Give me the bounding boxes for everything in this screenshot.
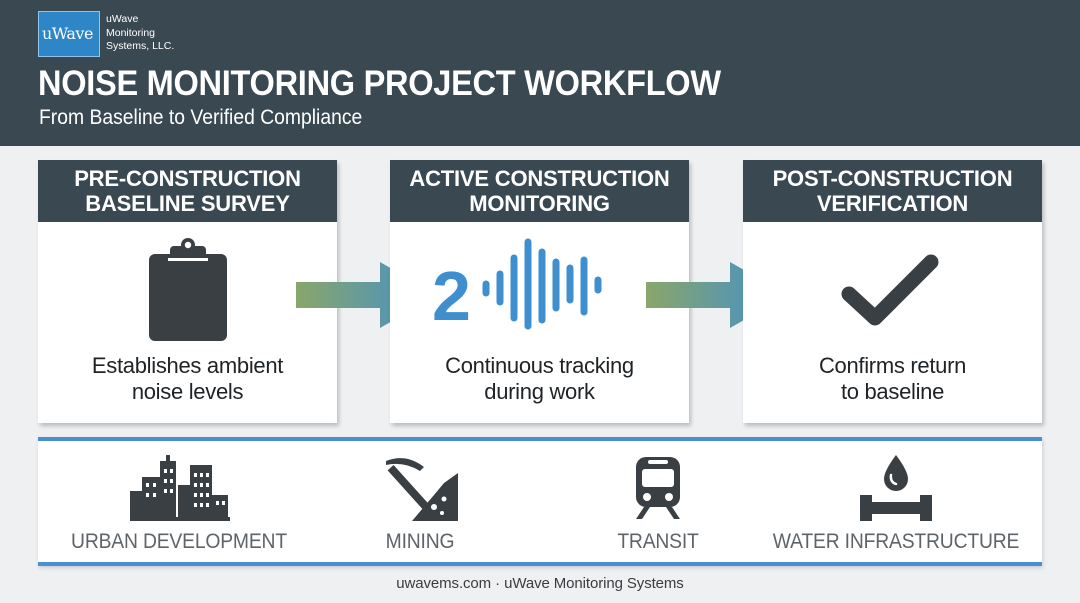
checkmark-icon (841, 254, 939, 326)
stage-description: Establishes ambient noise levels (38, 353, 337, 405)
stage-title-line: POST-CONSTRUCTION (772, 166, 1013, 191)
header-banner: uWave uWave Monitoring Systems, LLC. NOI… (0, 0, 1080, 146)
stage-description-line: noise levels (131, 379, 244, 404)
company-line: Monitoring (106, 26, 156, 39)
page-title: NOISE MONITORING PROJECT WORKFLOW (38, 64, 721, 103)
city-buildings-icon (130, 455, 230, 521)
stage-title-line: VERIFICATION (816, 191, 969, 216)
logo-text: uWave (42, 24, 93, 43)
stage-title-line: BASELINE SURVEY (85, 191, 290, 216)
page-subtitle: From Baseline to Verified Compliance (39, 106, 363, 129)
stage-title-line: PRE-CONSTRUCTION (74, 166, 301, 191)
stage-card-verification: POST-CONSTRUCTION VERIFICATION Confirms … (743, 160, 1042, 423)
stage-description: Confirms return to baseline (743, 353, 1042, 405)
clipboard-icon (149, 238, 227, 341)
company-line: uWave (106, 13, 139, 25)
stage-title: PRE-CONSTRUCTION BASELINE SURVEY (38, 160, 337, 222)
stage-description-line: during work (484, 379, 595, 404)
stage-description: Continuous tracking during work (390, 353, 689, 405)
footer-text[interactable]: uwavems.com · uWave Monitoring Systems (396, 575, 684, 592)
company-line: Systems, LLC. (106, 40, 175, 52)
stage-title-line: MONITORING (469, 191, 610, 216)
stage-card-baseline: PRE-CONSTRUCTION BASELINE SURVEY Establi… (38, 160, 337, 423)
stage-title: POST-CONSTRUCTION VERIFICATION (743, 160, 1042, 222)
sound-wave-digit: 2 (432, 257, 471, 330)
train-icon (636, 457, 680, 519)
sector-label: MINING (385, 530, 455, 553)
pickaxe-icon (386, 458, 458, 521)
stage-card-monitoring: ACTIVE CONSTRUCTION MONITORING 2 Continu… (390, 160, 689, 423)
industry-sectors-panel: URBAN DEVELOPMENT MINING TRANSIT (38, 437, 1042, 566)
water-pipe-icon (860, 455, 932, 521)
stage-title: ACTIVE CONSTRUCTION MONITORING (390, 160, 689, 222)
sector-label: WATER INFRASTRUCTURE (772, 530, 1020, 553)
stage-description-line: Continuous tracking (445, 353, 634, 378)
stage-title-line: ACTIVE CONSTRUCTION (409, 166, 670, 191)
sector-label: URBAN DEVELOPMENT (71, 530, 287, 553)
sound-wave-icon: 2 (432, 238, 602, 330)
company-name: uWave Monitoring Systems, LLC. (106, 13, 216, 54)
stage-description-line: Establishes ambient (91, 353, 284, 378)
stage-description-line: Confirms return (818, 353, 967, 378)
company-logo[interactable]: uWave (38, 11, 100, 57)
stage-description-line: to baseline (840, 379, 945, 404)
sector-label: TRANSIT (617, 530, 699, 553)
